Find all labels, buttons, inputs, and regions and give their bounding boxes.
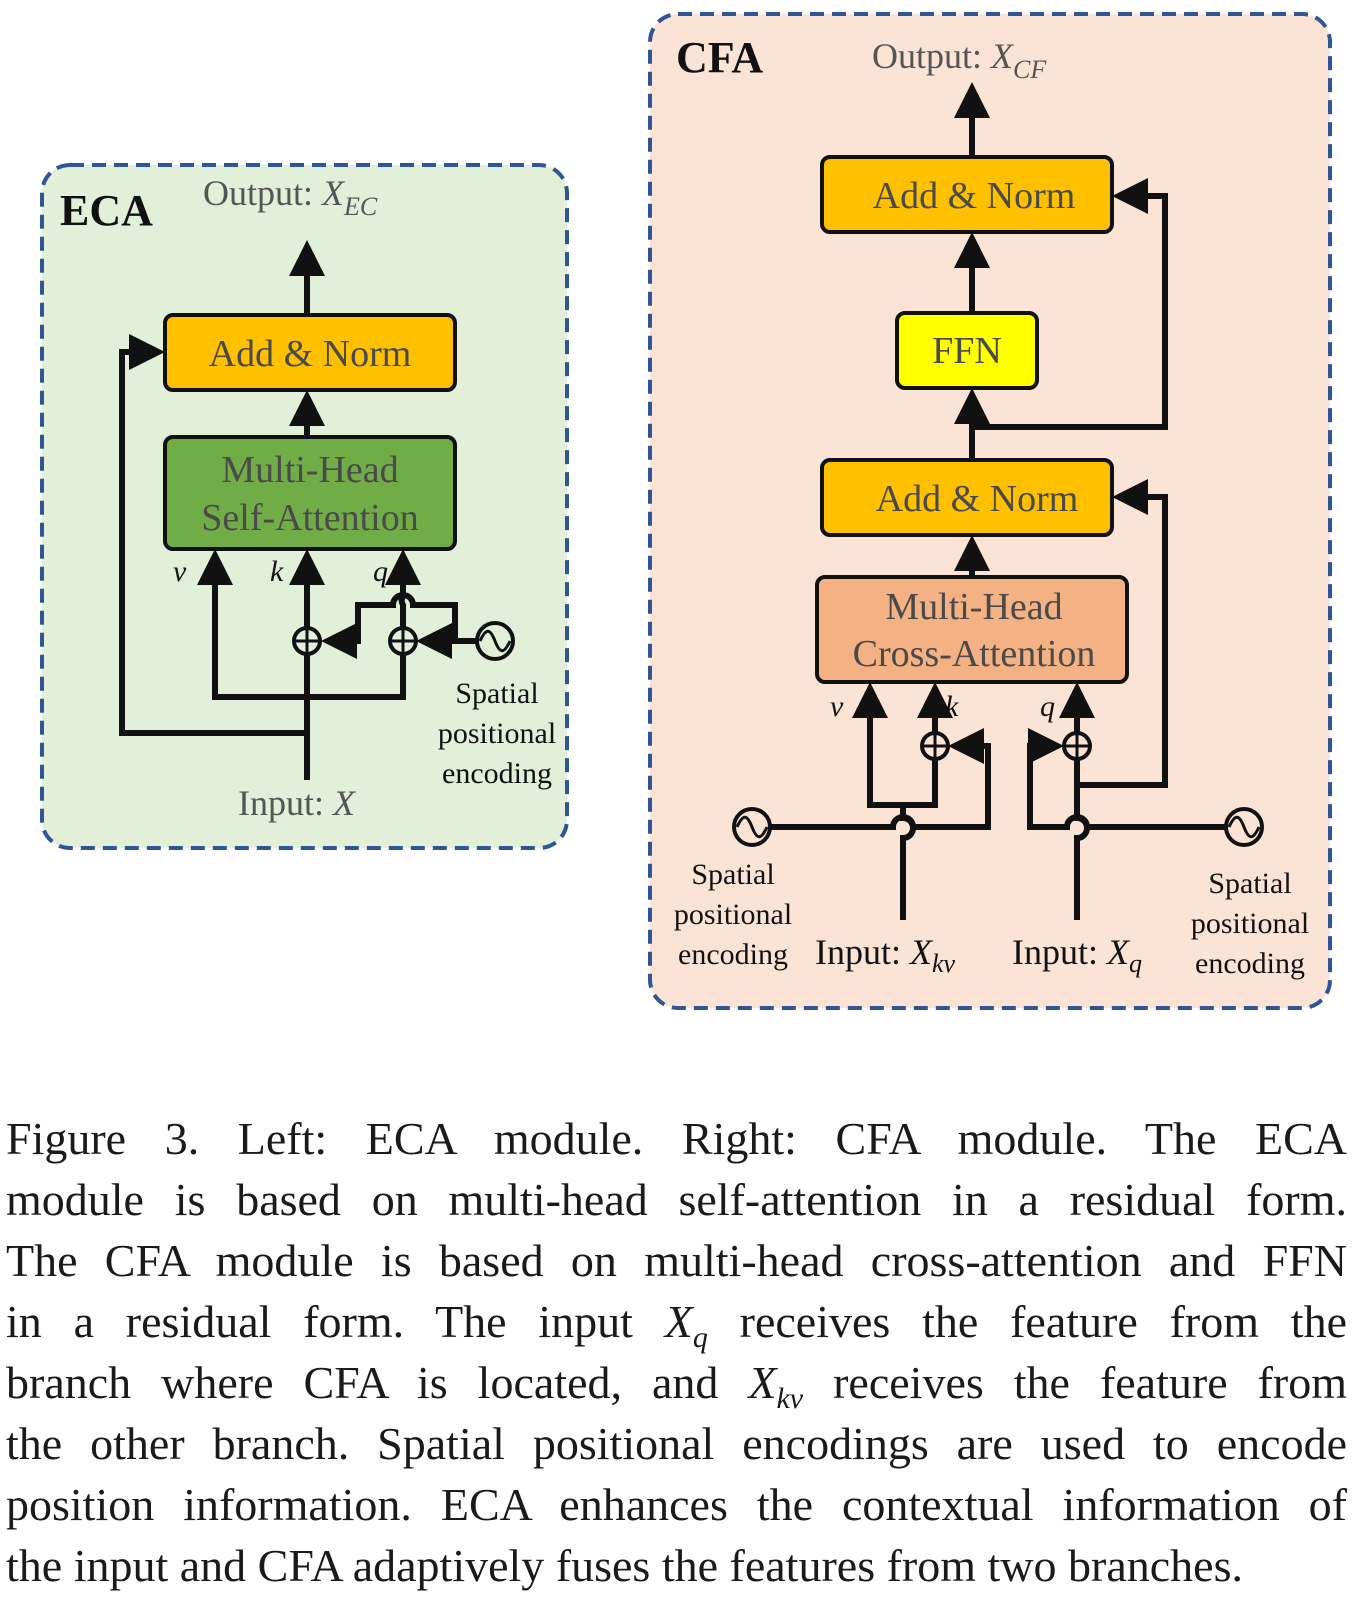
cfa-spe-right-line2: positional <box>1191 907 1309 940</box>
cfa-input-kv-label: Input: Xkv <box>815 932 956 978</box>
cfa-output-label: Output: XCF <box>872 36 1047 84</box>
cfa-k-plus-node <box>920 731 950 761</box>
cfa-kv-to-k-wire <box>903 759 938 808</box>
cfa-add-norm-top-label: Add & Norm <box>873 175 1076 217</box>
eca-title: ECA <box>60 186 153 235</box>
cfa-k-label: k <box>945 690 959 723</box>
eca-add-norm-label: Add & Norm <box>209 333 412 375</box>
eca-q-out-wire <box>385 549 421 628</box>
figure-caption: Figure 3. Left: ECA module. Right: CFA m… <box>6 1108 1347 1596</box>
cfa-spe-right-line3: encoding <box>1195 947 1305 980</box>
cfa-q-residual-wire <box>1077 479 1168 788</box>
cfa-ffn-label: FFN <box>932 330 1002 372</box>
eca-attention-line1: Multi-Head <box>221 449 398 491</box>
eca-module: ECA Output: XEC Add & Norm Multi-Head Se… <box>40 163 569 850</box>
cfa-spe-left-line3: encoding <box>678 938 788 971</box>
caption-line: position information. ECA enhances the c… <box>6 1479 1347 1530</box>
caption-line: branch where CFA is located, and Xkv rec… <box>6 1357 1348 1415</box>
eca-spe-line3: encoding <box>442 757 552 790</box>
cfa-q-label: q <box>1040 690 1055 723</box>
caption-line: the input and CFA adaptively fuses the f… <box>6 1540 1243 1591</box>
cfa-ffn-residual-wire <box>972 178 1168 430</box>
cfa-attention-line1: Multi-Head <box>885 586 1062 628</box>
caption-line: The CFA module is based on multi-head cr… <box>6 1235 1347 1286</box>
eca-k-label: k <box>270 555 284 588</box>
cfa-pe-right-wire <box>1027 728 1226 830</box>
eca-spe-line2: positional <box>438 717 556 750</box>
cfa-spe-left-line2: positional <box>674 898 792 931</box>
eca-q-label: q <box>373 555 388 588</box>
eca-v-label: v <box>173 555 187 588</box>
sinusoid-icon <box>732 807 772 847</box>
cfa-q-plus-node <box>1062 731 1092 761</box>
eca-cfa-diagram: ECA Output: XEC Add & Norm Multi-Head Se… <box>40 12 1332 1010</box>
sinusoid-icon <box>1224 807 1264 847</box>
caption-line: the other branch. Spatial positional enc… <box>6 1418 1347 1469</box>
eca-output-label: Output: XEC <box>203 173 378 221</box>
eca-v-wire <box>197 549 307 700</box>
eca-k-plus-node <box>292 626 322 656</box>
cfa-attention-box <box>815 575 1129 684</box>
eca-residual-wire <box>119 334 307 736</box>
eca-spe-line1: Spatial <box>455 677 538 710</box>
eca-pe-to-k-wire <box>321 592 458 659</box>
cfa-spe-right-line1: Spatial <box>1208 867 1291 900</box>
caption-line: in a residual form. The input Xq receive… <box>6 1296 1347 1354</box>
cfa-add-norm-bottom-label: Add & Norm <box>876 478 1079 520</box>
cfa-attention-line2: Cross-Attention <box>853 633 1096 675</box>
eca-input-label: Input: X <box>238 783 357 823</box>
eca-q-plus-node <box>388 626 418 656</box>
cfa-title: CFA <box>676 33 763 82</box>
caption-line: module is based on multi-head self-atten… <box>6 1174 1347 1225</box>
cfa-pe-left-wire <box>770 728 991 830</box>
eca-q-in-wire <box>307 654 406 700</box>
caption-line: Figure 3. Left: ECA module. Right: CFA m… <box>6 1113 1347 1164</box>
cfa-v-label: v <box>830 690 844 723</box>
cfa-spe-left-line1: Spatial <box>691 858 774 891</box>
cfa-v-wire <box>852 682 903 808</box>
sinusoid-icon <box>475 621 515 661</box>
cfa-module: CFA Output: XCF Add & Norm FFN Add & Nor… <box>648 12 1332 1010</box>
cfa-input-q-label: Input: Xq <box>1012 932 1142 978</box>
eca-attention-line2: Self-Attention <box>201 497 418 539</box>
